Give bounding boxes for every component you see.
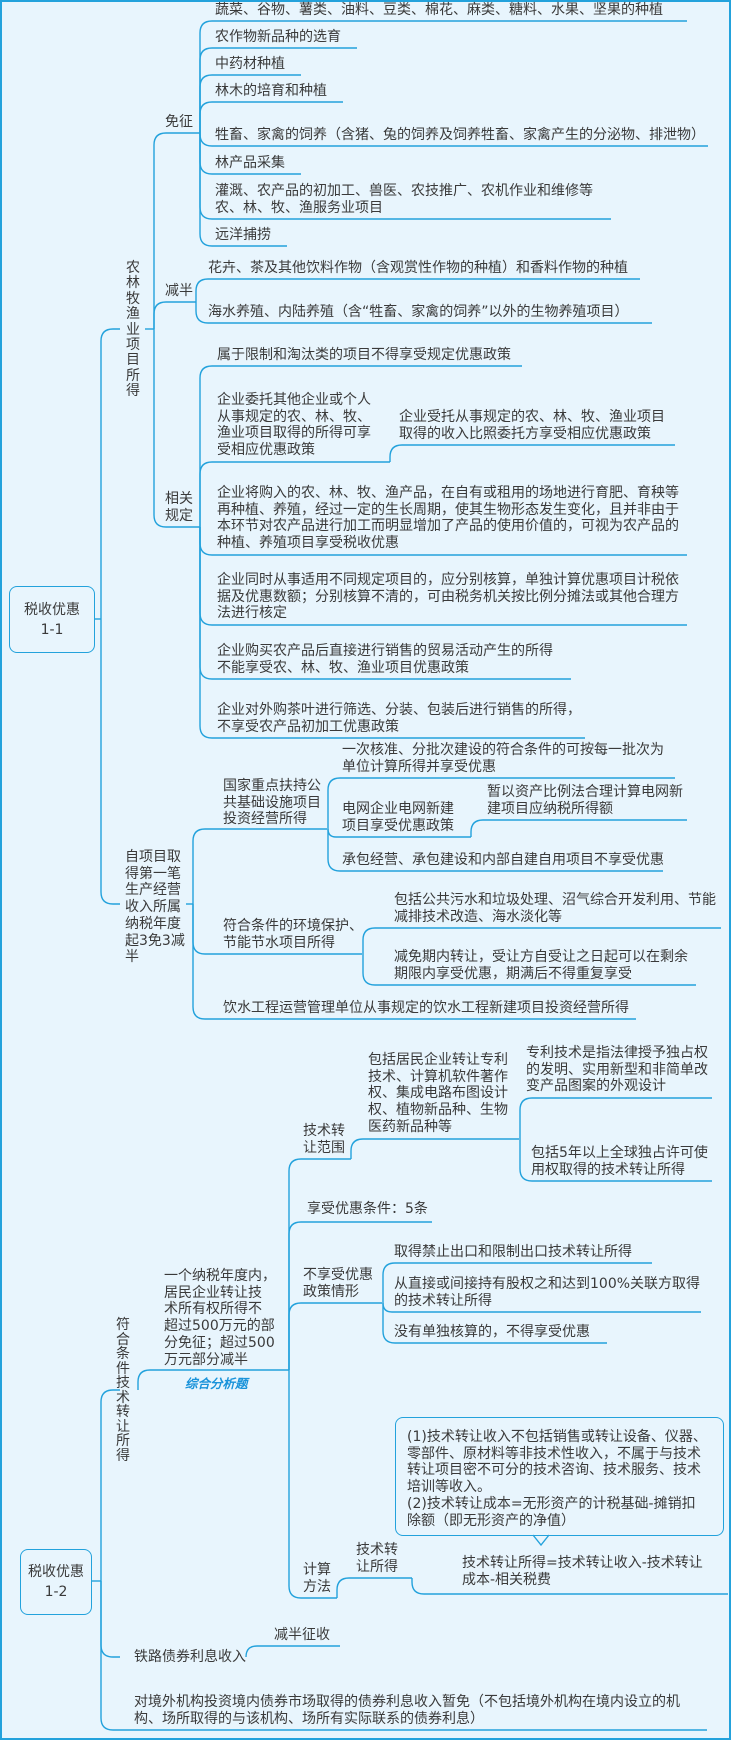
exempt-item: 林产品采集 — [215, 155, 285, 171]
node-calc-income: 技术转 让所得 — [356, 1542, 398, 1575]
connector-line — [327, 777, 675, 829]
exempt-item: 中药材种植 — [215, 56, 285, 72]
node-calc: 计算 方法 — [303, 1562, 331, 1595]
related-item: 企业将购入的农、林、牧、渔产品，在自有或租用的场地进行育肥、育秧等 再种植、养殖… — [217, 485, 679, 552]
connector-line — [199, 74, 301, 133]
node-infra: 自项目取 得第一笔 生产经营 收入所属 纳税年度 起3免3减 半 — [125, 849, 185, 966]
node-railway: 铁路债券利息收入 — [134, 1649, 246, 1665]
half-item: 花卉、茶及其他饮料作物（含观赏性作物的种植）和香料作物的种植 — [208, 260, 628, 276]
connector-line — [192, 828, 327, 904]
connector-line — [199, 101, 343, 133]
excluded-item: 没有单独核算的，不得享受优惠 — [394, 1324, 590, 1340]
connector-line — [382, 1262, 652, 1303]
excluded-item: 从直接或间接持有股权之和达到100%关联方取得 的技术转让所得 — [394, 1276, 701, 1309]
node-public-infra: 国家重点扶持公 共基础设施项目 投资经营所得 — [223, 778, 321, 828]
connector-line — [288, 1302, 382, 1370]
connector-line — [411, 1578, 728, 1595]
related-entrust-child: 企业受托从事规定的农、林、牧、渔业项目 取得的收入比照委托方享受相应优惠政策 — [399, 409, 665, 442]
connector-line — [192, 904, 636, 1020]
connector-line — [100, 1581, 707, 1731]
connector-line — [153, 329, 200, 528]
node-env: 符合条件的环境保护、 节能节水项目所得 — [223, 918, 363, 951]
connector-line — [199, 133, 287, 247]
related-item: 企业对外购茶叶进行筛选、分装、包装后进行销售的所得， 不享受农产品初加工优惠政策 — [217, 702, 581, 735]
connector-line — [362, 927, 721, 954]
connector-line — [288, 1370, 337, 1599]
scope-item: 包括5年以上全球独占许可使 用权取得的技术转让所得 — [531, 1145, 708, 1178]
connector-line — [389, 444, 675, 462]
calc-note-callout — [395, 1417, 724, 1536]
connector-line — [100, 328, 120, 619]
connector-line — [199, 527, 585, 739]
connector-line — [100, 1389, 120, 1581]
root-node-1-2: 税收优惠 1-2 — [20, 1549, 92, 1615]
analysis-tag: 综合分析题 — [185, 1376, 248, 1391]
public-item: 一次核准、分批次建设的符合条件的可按每一批次为 单位计算所得并享受优惠 — [342, 742, 664, 775]
node-related: 相关 规定 — [165, 491, 193, 524]
node-exempt: 免征 — [165, 114, 193, 130]
connector-line — [245, 1645, 340, 1658]
connector-line — [519, 1139, 712, 1182]
connector-line — [195, 278, 640, 302]
node-excluded: 不享受优惠 政策情形 — [303, 1267, 373, 1300]
connector-line — [362, 954, 696, 986]
callout-pointer — [532, 1534, 550, 1547]
exempt-item: 农作物新品种的选育 — [215, 29, 341, 45]
related-item: 企业委托其他企业或个人 从事规定的农、林、牧、 渔业项目取得的所得可享 受相应优… — [217, 392, 371, 459]
root-node-1-1: 税收优惠 1-1 — [9, 586, 95, 653]
connector-line — [199, 365, 522, 527]
node-scope: 技术转 让范围 — [303, 1123, 345, 1156]
connector-line — [153, 301, 196, 329]
node-half: 减半 — [165, 283, 193, 299]
related-item: 企业购买农产品后直接进行销售的贸易活动产生的所得 不能享受农、林、牧、渔业项目优… — [217, 643, 553, 676]
connector-line — [288, 1221, 432, 1370]
env-item: 减免期内转让，受让方自受让之日起可以在剩余 期限内享受优惠，期满后不得重复享受 — [394, 949, 688, 982]
exempt-item: 林木的培育和种植 — [215, 83, 327, 99]
railway-child: 减半征收 — [274, 1627, 330, 1643]
env-item: 包括公共污水和垃圾处理、沼气综合开发利用、节能 减排技术改造、海水淡化等 — [394, 892, 716, 925]
connector-line — [336, 1577, 412, 1598]
connector-line — [195, 302, 652, 324]
connector-line — [100, 619, 120, 905]
half-item: 海水养殖、内陆养殖（含“牲畜、家禽的饲养”以外的生物养殖项目） — [208, 304, 629, 320]
related-item: 属于限制和淘汰类的项目不得享受规定优惠政策 — [217, 347, 511, 363]
connector-line — [288, 1158, 351, 1370]
connector-line — [470, 819, 687, 837]
scope-desc: 包括居民企业转让专利 技术、计算机软件著作 权、集成电路布图设计 权、植物新品种… — [368, 1052, 508, 1135]
public-item: 电网企业电网新建 项目享受优惠政策 — [342, 801, 454, 834]
connector-line — [199, 47, 357, 133]
public-item: 承包经营、承包建设和内部自建自用项目不享受优惠 — [342, 852, 664, 868]
connector-line — [153, 132, 200, 329]
connector-line — [199, 461, 390, 527]
excluded-item: 取得禁止出口和限制出口技术转让所得 — [394, 1244, 632, 1260]
connector-line — [350, 1138, 519, 1159]
scope-item: 专利技术是指法律授予独占权 的发明、实用新型和非简单改 变产品图案的外观设计 — [526, 1045, 708, 1095]
connector-line — [382, 1303, 607, 1344]
connector-line — [199, 20, 687, 133]
node-tech: 符合条件技术转让所得 — [116, 1317, 130, 1464]
calc-note: (1)技术转让收入不包括销售或转让设备、仪器、 零部件、原材料等非技术性收入，不… — [407, 1429, 707, 1529]
connector-line — [327, 829, 663, 872]
related-item: 企业同时从事适用不同规定项目的，应分别核算，单独计算优惠项目计税依 据及优惠数额… — [217, 572, 679, 622]
connector-line — [137, 1369, 289, 1390]
node-water: 饮水工程运营管理单位从事规定的饮水工程新建项目投资经营所得 — [223, 1000, 629, 1016]
exempt-item: 牲畜、家禽的饲养（含猪、兔的饲养及饲养牲畜、家禽产生的分泌物、排泄物） — [215, 127, 705, 143]
exempt-item: 远洋捕捞 — [215, 227, 271, 243]
exempt-item: 灌溉、农产品的初加工、兽医、农技推广、农机作业和维修等 农、林、牧、渔服务业项目 — [215, 183, 593, 216]
exempt-item: 蔬菜、谷物、薯类、油料、豆类、棉花、麻类、糖料、水果、坚果的种植 — [215, 2, 663, 18]
calc-formula: 技术转让所得=技术转让收入-技术转让 成本-相关税费 — [462, 1555, 703, 1588]
tech-rule: 一个纳税年度内， 居民企业转让技 术所有权所得不 超过500万元的部 分免征；超… — [164, 1268, 276, 1368]
node-foreign: 对境外机构投资境内债券市场取得的债券利息收入暂免（不包括境外机构在境内设立的机 … — [134, 1694, 680, 1727]
connector-line — [519, 1097, 712, 1139]
node-conditions: 享受优惠条件：5条 — [307, 1201, 428, 1217]
public-grid-child: 暂以资产比例法合理计算电网新 建项目应纳税所得额 — [487, 784, 683, 817]
connector-line — [100, 1581, 120, 1658]
node-agri: 农林牧渔业项目所得 — [126, 260, 140, 400]
